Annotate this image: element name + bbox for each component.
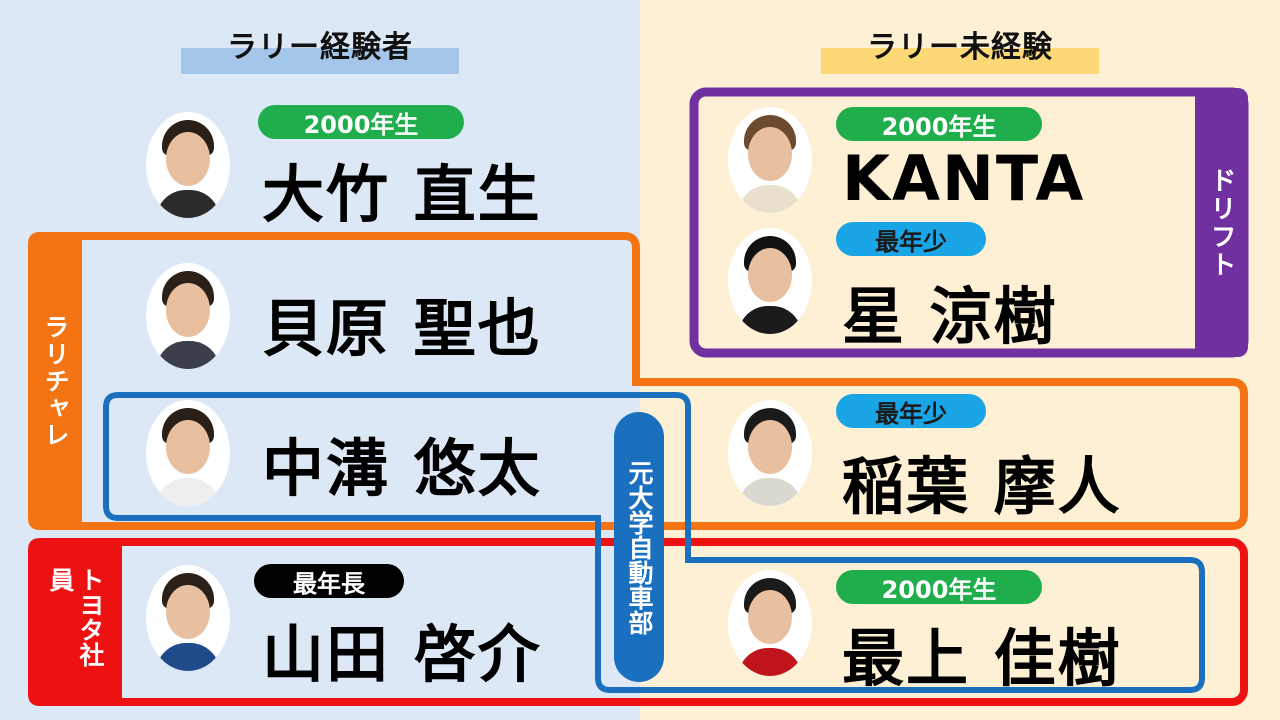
person-name: 山田 啓介 — [262, 618, 542, 691]
person-name: 稲葉 摩人 — [842, 450, 1122, 523]
person-name: 最上 佳樹 — [842, 622, 1122, 695]
avatar — [728, 107, 812, 213]
avatar — [146, 400, 230, 506]
university-club-frame — [103, 392, 1205, 693]
toyota-tab-bg — [28, 538, 122, 706]
university-club-tab-bg — [614, 412, 664, 682]
toyota-group-label: トヨタ社員 — [46, 567, 105, 667]
born-2000-badge: 2000年生 — [836, 107, 1042, 141]
drift-group-label: ドリフト — [1206, 166, 1236, 279]
person-name: KANTA — [842, 142, 1086, 215]
avatar — [146, 263, 230, 369]
drift-tab-bg — [1195, 88, 1248, 357]
avatar — [728, 570, 812, 676]
born-2000-badge: 2000年生 — [258, 105, 464, 139]
inexperienced-header: ラリー未経験 — [821, 22, 1099, 74]
header-underline — [821, 48, 1099, 74]
youngest-badge: 最年少 — [836, 222, 986, 256]
inexperienced-header-label: ラリー未経験 — [867, 30, 1053, 65]
rally-challenge-group-label: ラリチャレ — [41, 313, 70, 449]
avatar — [146, 565, 230, 671]
avatar — [728, 400, 812, 506]
avatar — [728, 228, 812, 334]
experienced-header-label: ラリー経験者 — [227, 30, 413, 65]
experienced-header: ラリー経験者 — [181, 22, 459, 74]
born-2000-badge: 2000年生 — [836, 570, 1042, 604]
person-name: 中溝 悠太 — [262, 432, 542, 505]
oldest-badge: 最年長 — [254, 564, 404, 598]
header-underline — [181, 48, 459, 74]
rally-challenge-tab-bg — [28, 232, 82, 530]
university-club-group-label: 元大学自動車部 — [625, 459, 654, 635]
person-name: 星 涼樹 — [842, 280, 1058, 353]
avatar — [146, 112, 230, 218]
youngest-badge: 最年少 — [836, 394, 986, 428]
person-name: 貝原 聖也 — [262, 292, 542, 365]
person-name: 大竹 直生 — [262, 158, 542, 231]
